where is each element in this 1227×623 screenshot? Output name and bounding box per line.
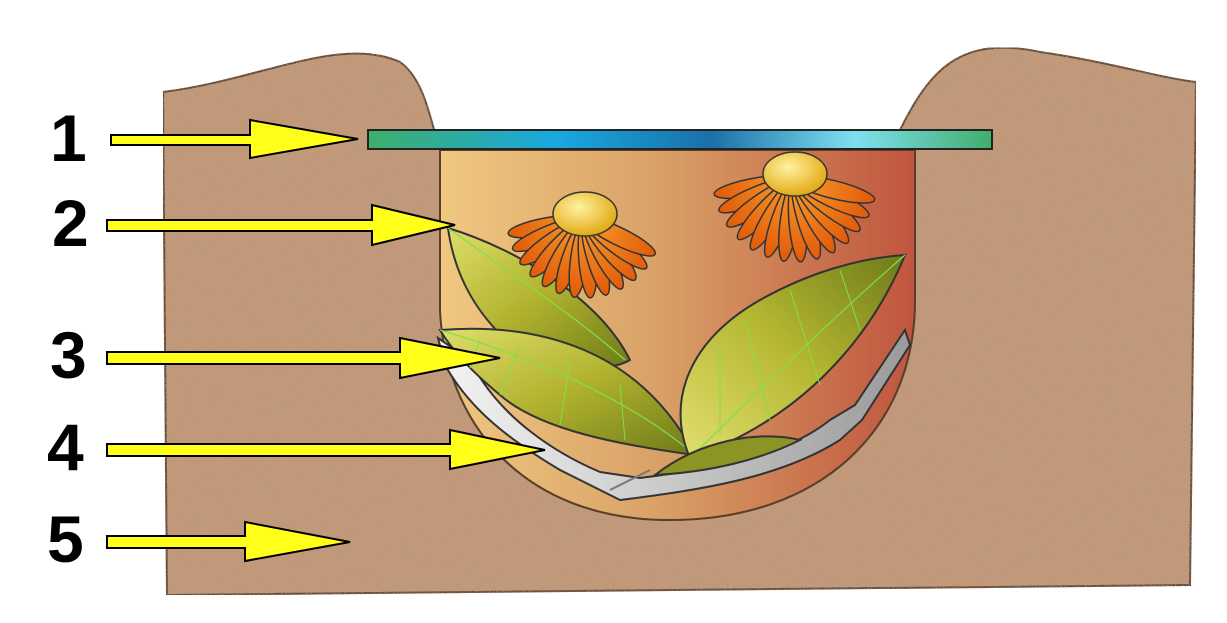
flower-right: [713, 151, 876, 263]
flower-left: [507, 191, 657, 299]
arrow-1: [110, 118, 359, 160]
flower-center: [762, 151, 828, 197]
glass-cover: [367, 129, 993, 150]
leaves: [438, 226, 907, 477]
arrow-4: [106, 428, 546, 471]
label-2: 2: [52, 186, 89, 260]
flower-center: [552, 191, 618, 237]
label-5: 5: [47, 502, 84, 576]
label-3: 3: [50, 318, 87, 392]
label-1: 1: [50, 101, 87, 175]
flowers: [507, 151, 876, 299]
label-4: 4: [47, 410, 84, 484]
arrow-3: [106, 336, 501, 380]
arrow-2: [106, 203, 456, 247]
arrow-5: [106, 520, 351, 563]
